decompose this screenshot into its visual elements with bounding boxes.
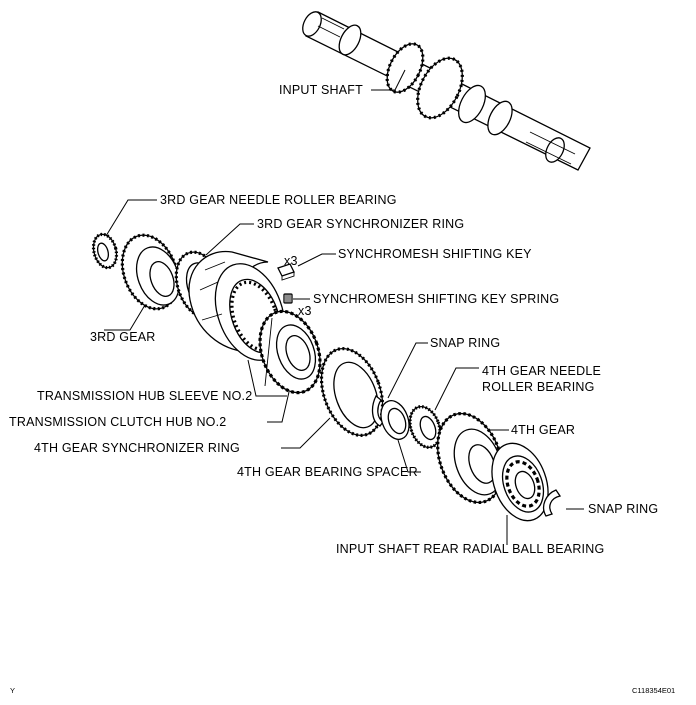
third-gear-needle-bearing-part: [91, 232, 119, 270]
bearing-spacer-part: [380, 400, 410, 440]
label-3rd-gear-synchronizer-ring: 3RD GEAR SYNCHRONIZER RING: [257, 217, 464, 231]
fourth-gear-sync-ring-part: [319, 347, 385, 437]
snap-ring-bottom-part: [542, 489, 562, 517]
label-transmission-clutch-hub: TRANSMISSION CLUTCH HUB NO.2: [9, 415, 226, 429]
third-gear-part: [120, 233, 181, 311]
label-input-shaft: INPUT SHAFT: [279, 83, 363, 97]
label-qty-key: x3: [284, 254, 298, 268]
label-3rd-gear-needle-roller-bearing: 3RD GEAR NEEDLE ROLLER BEARING: [160, 193, 397, 207]
label-synchromesh-shifting-key-spring: SYNCHROMESH SHIFTING KEY SPRING: [313, 292, 559, 306]
label-qty-spring: x3: [298, 304, 312, 318]
label-input-shaft-rear-radial-ball-bearing: INPUT SHAFT REAR RADIAL BALL BEARING: [336, 542, 604, 556]
corner-mark: Y: [10, 686, 15, 695]
figure-code: C118354E01: [632, 686, 675, 695]
label-4th-gear-bearing-spacer: 4TH GEAR BEARING SPACER: [237, 465, 418, 479]
label-3rd-gear: 3RD GEAR: [90, 330, 156, 344]
label-transmission-hub-sleeve: TRANSMISSION HUB SLEEVE NO.2: [37, 389, 252, 403]
label-4th-gear: 4TH GEAR: [511, 423, 575, 437]
fourth-gear-part: [436, 411, 504, 505]
label-synchromesh-shifting-key: SYNCHROMESH SHIFTING KEY: [338, 247, 532, 261]
label-4th-gear-needle-line2: ROLLER BEARING: [482, 380, 595, 394]
key-spring-part: [283, 293, 293, 304]
clutch-hub-part: [258, 309, 322, 395]
shifting-key-part: [277, 263, 295, 281]
fourth-gear-needle-bearing-part: [408, 405, 442, 449]
label-snap-ring-bottom: SNAP RING: [588, 502, 658, 516]
leader-lines: [104, 69, 584, 545]
input-shaft-part: [302, 11, 591, 171]
rear-ball-bearing-part: [491, 442, 549, 522]
label-4th-gear-needle-line1: 4TH GEAR NEEDLE: [482, 364, 601, 378]
label-4th-gear-synchronizer-ring: 4TH GEAR SYNCHRONIZER RING: [34, 441, 240, 455]
label-snap-ring-top: SNAP RING: [430, 336, 500, 350]
